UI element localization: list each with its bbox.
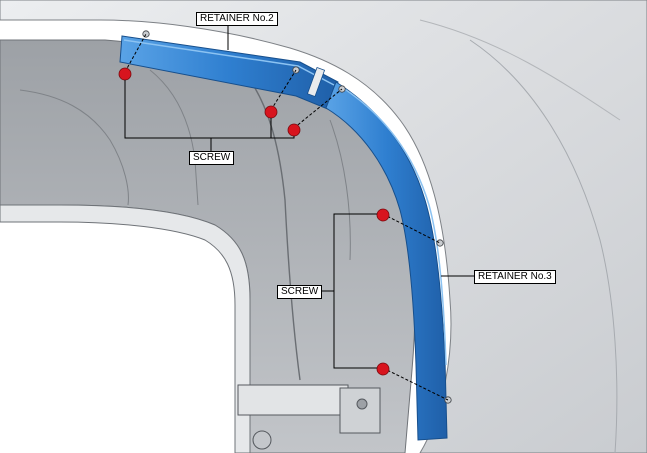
label-retainer-no3: RETAINER No.3	[474, 270, 556, 284]
inner-rib	[329, 119, 351, 261]
screw-hole	[142, 30, 150, 38]
lower-bracket	[237, 384, 381, 450]
screw-icon	[118, 67, 390, 376]
callout-leaders	[124, 24, 474, 369]
screw-hole	[436, 239, 444, 247]
screw-guide-lines	[124, 33, 449, 401]
bumper-contour-line	[469, 39, 618, 453]
label-screw-upper: SCREW	[189, 151, 235, 165]
retainer-no3	[325, 81, 448, 441]
label-screw-lower: SCREW	[277, 285, 323, 299]
lower-ledge	[0, 204, 251, 453]
inner-rib	[19, 89, 129, 206]
bumper-contour-line	[419, 19, 621, 121]
label-retainer-no2: RETAINER No.2	[196, 12, 278, 26]
